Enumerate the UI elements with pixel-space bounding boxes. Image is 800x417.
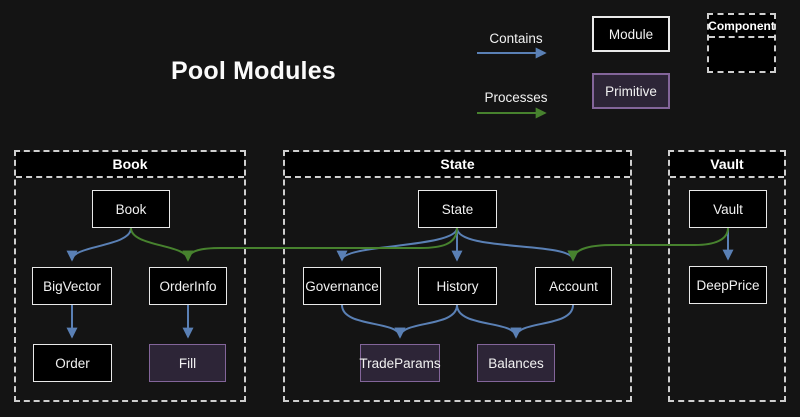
node-tradeparams: TradeParams — [359, 344, 441, 382]
legend-component-label: Component — [708, 15, 775, 38]
node-order: Order — [33, 344, 112, 382]
legend-component-box: Component — [707, 13, 776, 73]
node-book: Book — [92, 190, 170, 228]
node-balances: Balances — [477, 344, 555, 382]
node-fill: Fill — [149, 344, 226, 382]
cluster-book: Book — [14, 150, 246, 402]
cluster-vault: Vault — [668, 150, 786, 402]
node-deepprice: DeepPrice — [689, 266, 767, 304]
cluster-book-header: Book — [16, 152, 244, 178]
node-account: Account — [535, 267, 612, 305]
legend-primitive-label: Primitive — [605, 83, 657, 99]
cluster-state: State — [283, 150, 632, 402]
cluster-vault-header: Vault — [670, 152, 784, 178]
legend-contains-label: Contains — [489, 31, 543, 46]
node-orderinfo: OrderInfo — [149, 267, 227, 305]
node-vault: Vault — [689, 190, 767, 228]
legend-primitive-box: Primitive — [592, 73, 670, 109]
node-bigvector: BigVector — [32, 267, 112, 305]
node-history: History — [418, 267, 497, 305]
legend-processes-label: Processes — [484, 90, 548, 105]
node-state: State — [418, 190, 497, 228]
page-title: Pool Modules — [171, 57, 336, 85]
legend-module-box: Module — [592, 16, 670, 52]
cluster-state-header: State — [285, 152, 630, 178]
legend-module-label: Module — [608, 26, 654, 42]
node-governance: Governance — [303, 267, 381, 305]
